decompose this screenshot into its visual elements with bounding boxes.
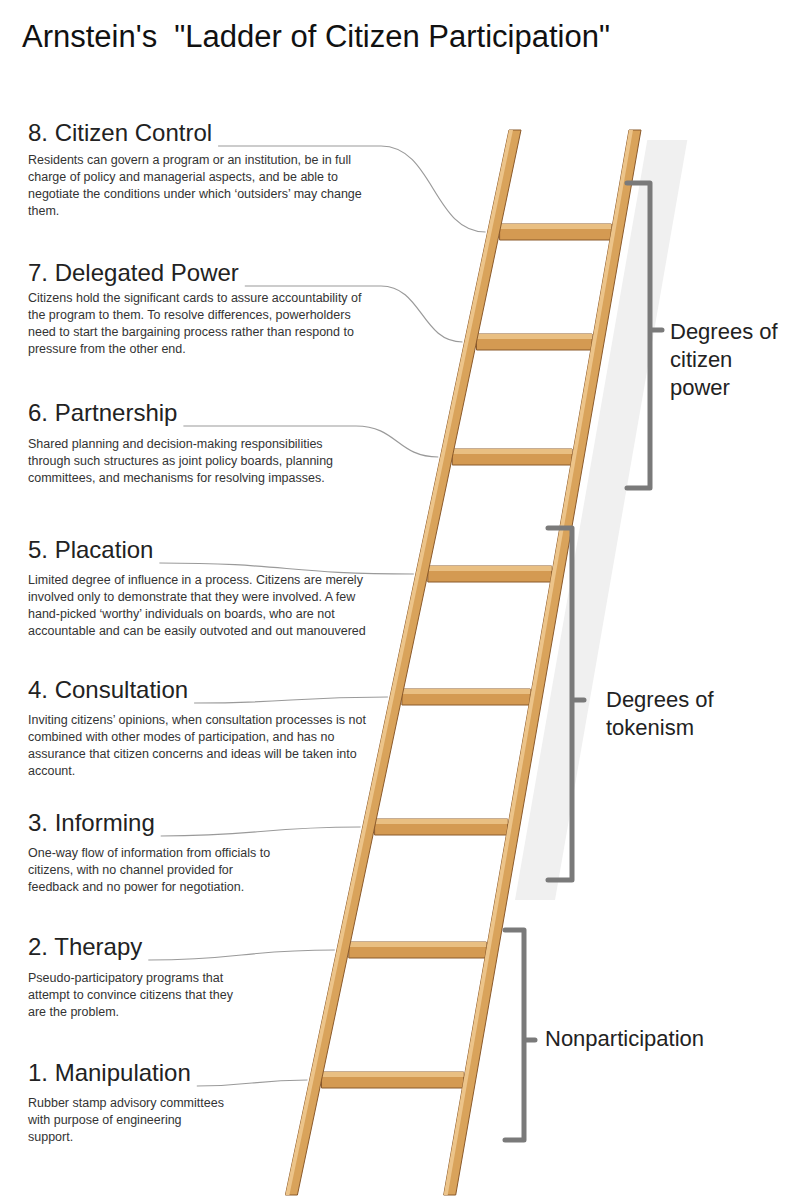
step-heading: 3. Informing [28, 808, 155, 838]
ladder-part [515, 140, 687, 900]
bracket [505, 930, 535, 1140]
step-description: Inviting citizens’ opinions, when consul… [28, 712, 368, 780]
ladder-part [402, 689, 530, 694]
title: Arnstein's "Ladder of Citizen Participat… [22, 18, 792, 56]
ladder-part [322, 1072, 464, 1088]
ladder-part [452, 449, 572, 465]
step-description: Residents can govern a program or an ins… [28, 152, 373, 220]
ladder-part [477, 334, 593, 350]
leader-line [148, 950, 334, 960]
leader-line [197, 1080, 308, 1086]
ladder-part [402, 689, 530, 705]
leader-line [159, 563, 413, 574]
ladder-part [375, 819, 508, 835]
bracket [548, 528, 584, 880]
step-heading: 7. Delegated Power [28, 258, 239, 288]
leader-line [161, 827, 361, 836]
step-description: Citizens hold the significant cards to a… [28, 290, 373, 358]
step-heading: 1. Manipulation [28, 1058, 191, 1088]
group-label: Degrees of citizen power [670, 318, 788, 402]
ladder-part [452, 449, 572, 454]
ladder-part [500, 224, 612, 229]
step-heading: 4. Consultation [28, 675, 188, 705]
step-description: Shared planning and decision-making resp… [28, 436, 348, 487]
ladder-part [322, 1072, 464, 1077]
bracket [627, 183, 662, 488]
ladder-part [428, 566, 552, 582]
ladder-part [285, 130, 521, 1195]
ladder-part [477, 334, 593, 339]
ladder-part [349, 942, 487, 947]
step-description: Rubber stamp advisory committees with pu… [28, 1095, 228, 1146]
ladder-part [349, 942, 487, 958]
step-heading: 8. Citizen Control [28, 118, 212, 148]
group-label: Nonparticipation [545, 1025, 745, 1053]
group-label: Degrees of tokenism [606, 686, 746, 742]
ladder-part [375, 819, 508, 824]
step-description: Pseudo-participatory programs that attem… [28, 970, 253, 1021]
ladder-part [500, 224, 612, 240]
step-heading: 5. Placation [28, 535, 153, 565]
leader-line [194, 697, 388, 703]
step-description: One-way flow of information from officia… [28, 845, 278, 896]
step-description: Limited degree of influence in a process… [28, 572, 388, 640]
ladder-part [428, 566, 552, 571]
step-heading: 6. Partnership [28, 398, 177, 428]
step-heading: 2. Therapy [28, 932, 142, 962]
